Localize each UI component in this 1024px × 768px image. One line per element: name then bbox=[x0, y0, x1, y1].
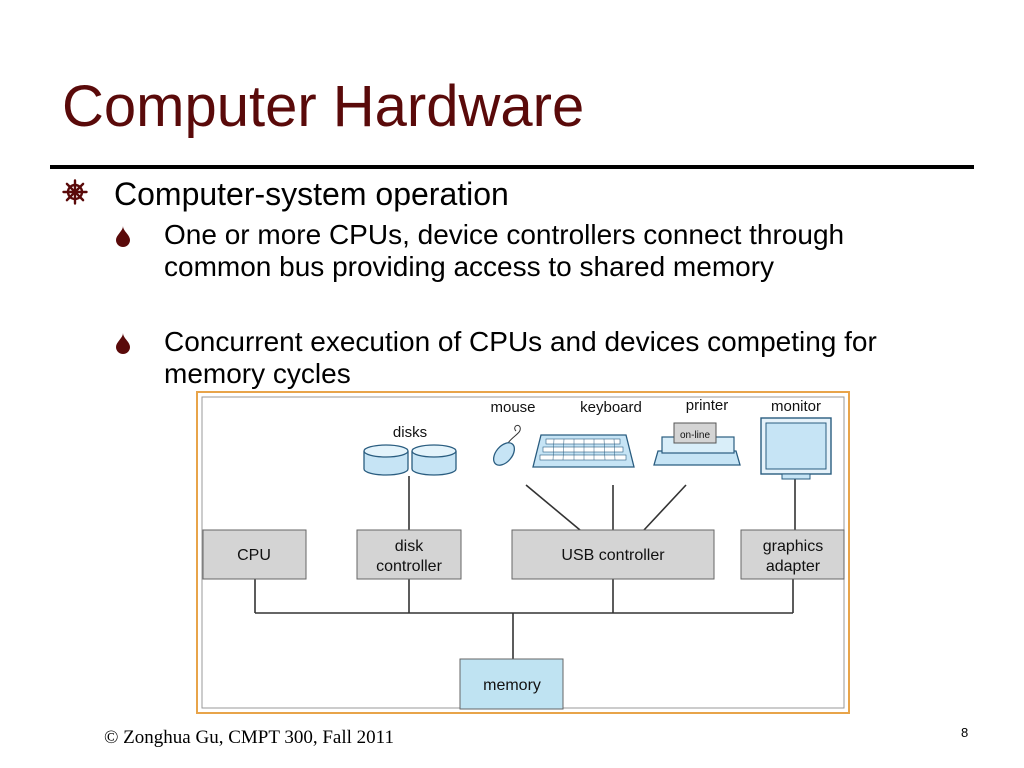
mouse-icon bbox=[492, 424, 521, 466]
bullet-text: Computer-system operation bbox=[114, 176, 509, 212]
disk-controller-label-line2: controller bbox=[376, 558, 442, 575]
title-divider bbox=[50, 165, 974, 169]
keyboard-icon bbox=[532, 434, 635, 468]
cpu-label: CPU bbox=[237, 547, 271, 564]
system-bus bbox=[254, 476, 796, 659]
hardware-diagram: CPU disk controller USB controller graph… bbox=[196, 391, 850, 714]
slide-footer: © Zonghua Gu, CMPT 300, Fall 2011 bbox=[104, 727, 394, 748]
disk-controller-box bbox=[356, 529, 462, 580]
monitor-icon bbox=[760, 417, 832, 480]
mouse-label: mouse bbox=[490, 399, 535, 416]
graphics-adapter-label-line2: adapter bbox=[766, 558, 821, 575]
usb-controller-box bbox=[511, 529, 715, 580]
disks-label: disks bbox=[393, 424, 427, 441]
printer-label: printer bbox=[686, 397, 729, 414]
memory-label: memory bbox=[483, 677, 541, 694]
disk-icon bbox=[411, 444, 457, 476]
slide-title: Computer Hardware bbox=[62, 74, 585, 139]
ship-wheel-icon bbox=[62, 179, 88, 205]
printer-icon bbox=[653, 422, 741, 466]
disk-icon bbox=[363, 444, 409, 476]
keyboard-label: keyboard bbox=[580, 399, 642, 416]
disk-controller-label-line1: disk bbox=[395, 538, 424, 555]
droplet-icon bbox=[116, 333, 130, 354]
subbullet-text: Concurrent execution of CPUs and devices… bbox=[164, 326, 877, 389]
graphics-adapter-box bbox=[740, 529, 845, 580]
usb-controller-label: USB controller bbox=[561, 547, 665, 564]
page-number: 8 bbox=[961, 725, 969, 740]
cpu-box bbox=[202, 529, 307, 580]
graphics-adapter-label-line1: graphics bbox=[763, 538, 823, 555]
droplet-icon bbox=[116, 226, 130, 247]
printer-status-label: on-line bbox=[680, 430, 710, 441]
monitor-label: monitor bbox=[771, 398, 821, 415]
subbullet-text: One or more CPUs, device controllers con… bbox=[164, 219, 845, 282]
memory-box bbox=[459, 658, 564, 710]
